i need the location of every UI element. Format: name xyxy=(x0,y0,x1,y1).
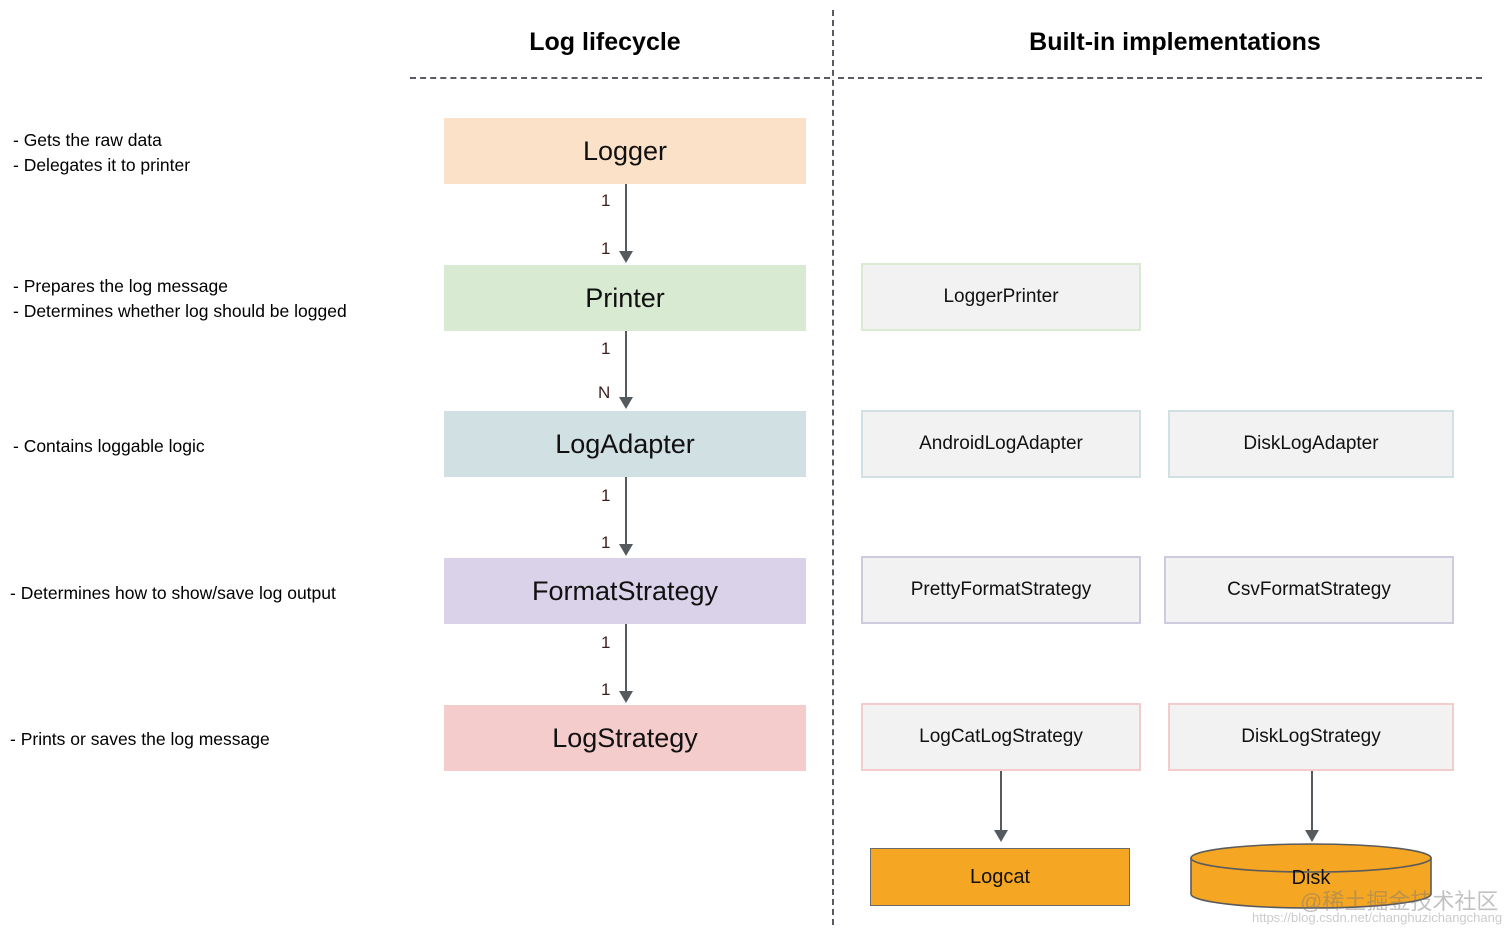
sink-label-disk: Disk xyxy=(1291,867,1331,889)
impl-label-loggerprinter: LoggerPrinter xyxy=(943,286,1059,307)
impl-box-csvformatstrategy[interactable]: CsvFormatStrategy xyxy=(1164,556,1454,624)
arrow-logcatlogstrategy-to-logcat xyxy=(1000,771,1002,833)
description-logger: - Gets the raw data - Delegates it to pr… xyxy=(13,130,191,175)
sink-label-logcat: Logcat xyxy=(969,865,1031,888)
impl-label-disklogstrategy: DiskLogStrategy xyxy=(1241,726,1381,747)
multiplicity-logstrategy-target: 1 xyxy=(601,680,611,699)
arrow-head-formatstrategy-to-logstrategy xyxy=(619,691,633,703)
impl-label-androidlogadapter: AndroidLogAdapter xyxy=(919,433,1083,454)
arrow-head-printer-to-logadapter xyxy=(619,397,633,409)
description-printer: - Prepares the log message - Determines … xyxy=(13,276,347,321)
column-title-built-in-implementations: Built-in implementations xyxy=(1029,28,1321,56)
watermark-handle: @稀土掘金技术社区 xyxy=(1300,889,1499,914)
arrow-printer-to-logadapter xyxy=(625,331,627,400)
arrow-head-logadapter-to-formatstrategy xyxy=(619,544,633,556)
description-logadapter: - Contains loggable logic xyxy=(13,436,205,456)
lifecycle-label-logadapter: LogAdapter xyxy=(555,428,695,459)
arrow-head-disklogstrategy-to-disk xyxy=(1305,830,1319,842)
lifecycle-label-logstrategy: LogStrategy xyxy=(552,722,698,753)
disk-cylinder-icon xyxy=(1190,843,1432,909)
impl-label-prettyformatstrategy: PrettyFormatStrategy xyxy=(910,579,1092,600)
description-logstrategy: - Prints or saves the log message xyxy=(10,729,270,749)
multiplicity-logadapter-target: N xyxy=(598,383,611,402)
lifecycle-label-formatstrategy: FormatStrategy xyxy=(531,575,719,606)
impl-box-androidlogadapter[interactable]: AndroidLogAdapter xyxy=(861,410,1141,478)
impl-box-logcatlogstrategy[interactable]: LogCatLogStrategy xyxy=(861,703,1141,771)
multiplicity-printer-source: 1 xyxy=(601,339,611,358)
sink-box-logcat[interactable]: Logcat xyxy=(870,848,1130,906)
impl-label-csvformatstrategy: CsvFormatStrategy xyxy=(1227,579,1391,600)
impl-box-loggerprinter[interactable]: LoggerPrinter xyxy=(861,263,1141,331)
arrow-formatstrategy-to-logstrategy xyxy=(625,624,627,694)
lifecycle-label-logger: Logger xyxy=(582,135,668,166)
header-divider-left xyxy=(410,77,830,79)
impl-label-logcatlogstrategy: LogCatLogStrategy xyxy=(919,726,1083,747)
impl-box-prettyformatstrategy[interactable]: PrettyFormatStrategy xyxy=(861,556,1141,624)
impl-box-disklogadapter[interactable]: DiskLogAdapter xyxy=(1168,410,1454,478)
multiplicity-printer-target: 1 xyxy=(601,239,611,258)
lifecycle-box-formatstrategy[interactable]: FormatStrategy xyxy=(444,558,806,624)
arrow-disklogstrategy-to-disk xyxy=(1311,771,1313,833)
lifecycle-box-printer[interactable]: Printer xyxy=(444,265,806,331)
multiplicity-formatstrategy-target: 1 xyxy=(601,533,611,552)
lifecycle-label-printer: Printer xyxy=(585,282,665,313)
watermark-url: https://blog.csdn.net/changhuzichangchan… xyxy=(1252,910,1503,925)
multiplicity-logadapter-source: 1 xyxy=(601,486,611,505)
multiplicity-formatstrategy-source: 1 xyxy=(601,633,611,652)
impl-box-disklogstrategy[interactable]: DiskLogStrategy xyxy=(1168,703,1454,771)
sink-cylinder-disk[interactable]: Disk xyxy=(1190,843,1432,909)
arrow-head-logger-to-printer xyxy=(619,251,633,263)
arrow-logger-to-printer xyxy=(625,184,627,254)
impl-label-disklogadapter: DiskLogAdapter xyxy=(1243,433,1379,454)
arrow-logadapter-to-formatstrategy xyxy=(625,477,627,547)
column-divider xyxy=(832,10,834,925)
header-divider-right xyxy=(838,77,1482,79)
lifecycle-box-logstrategy[interactable]: LogStrategy xyxy=(444,705,806,771)
column-title-log-lifecycle: Log lifecycle xyxy=(529,28,681,56)
description-formatstrategy: - Determines how to show/save log output xyxy=(10,583,336,603)
lifecycle-box-logger[interactable]: Logger xyxy=(444,118,806,184)
lifecycle-box-logadapter[interactable]: LogAdapter xyxy=(444,411,806,477)
multiplicity-logger-source: 1 xyxy=(601,191,611,210)
arrow-head-logcatlogstrategy-to-logcat xyxy=(994,830,1008,842)
